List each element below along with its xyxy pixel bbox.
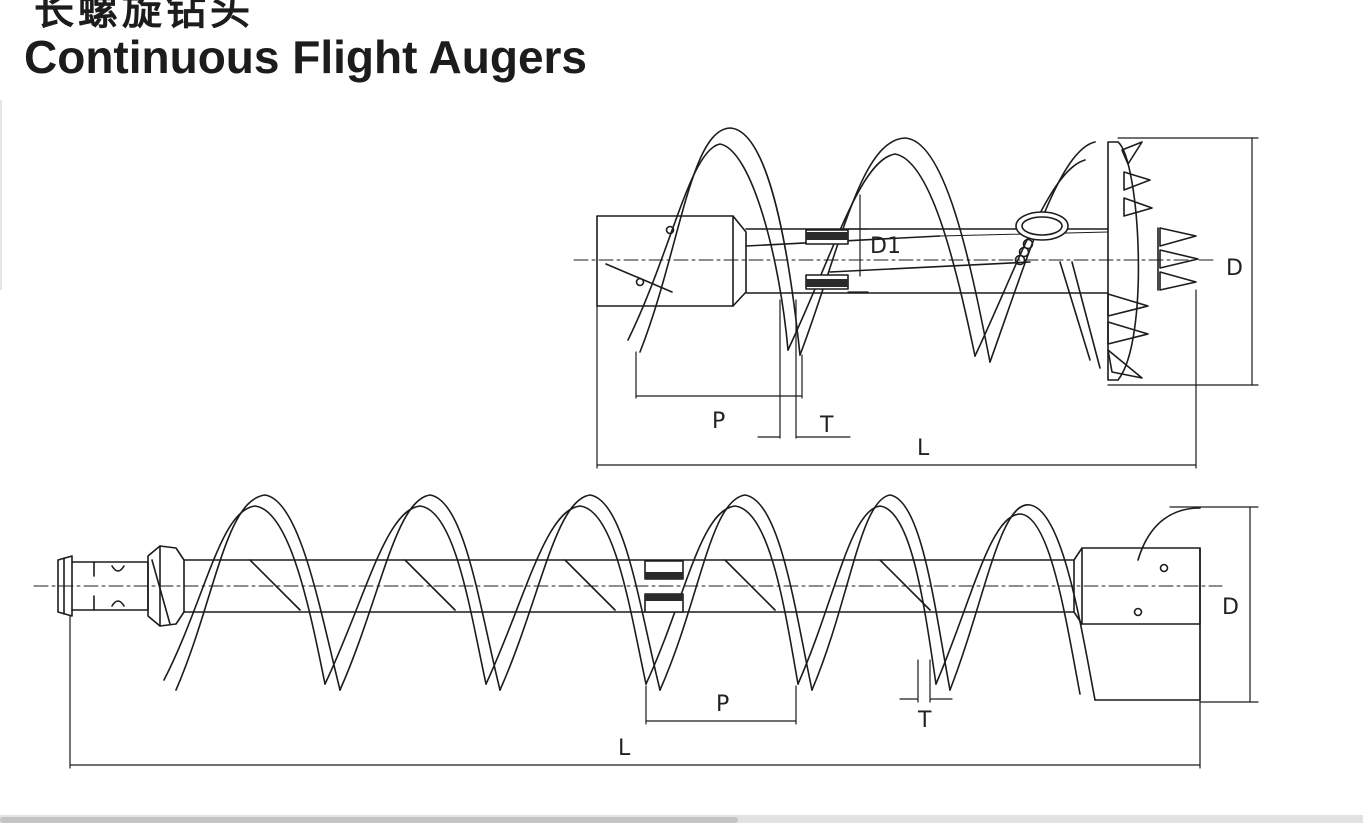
bottom-flight xyxy=(163,494,1096,701)
top-d1-label: D1 xyxy=(870,234,901,259)
top-t-label: T xyxy=(819,413,834,438)
top-dimensions xyxy=(596,137,1259,469)
bottom-pin-windows xyxy=(644,560,684,613)
bottom-t-label: T xyxy=(917,708,932,733)
top-pin-windows xyxy=(805,229,849,290)
top-l-label: L xyxy=(917,436,930,461)
page-title: Continuous Flight Augers xyxy=(24,31,588,83)
top-flight xyxy=(627,127,1109,369)
scrollbar-thumb[interactable] xyxy=(0,817,738,823)
bottom-dimensions xyxy=(69,506,1259,769)
top-p-label: P xyxy=(712,409,725,434)
bottom-drive-connector xyxy=(57,545,185,627)
horizontal-scrollbar[interactable] xyxy=(0,815,1363,823)
page-title-chinese: 长螺旋钻头 xyxy=(34,0,254,33)
top-guide-ring xyxy=(1014,211,1069,266)
top-cutting-head xyxy=(1107,141,1199,381)
bottom-l-label: L xyxy=(618,736,631,761)
bottom-cutting-head xyxy=(1073,507,1201,701)
bottom-auger xyxy=(33,494,1259,769)
left-edge-divider xyxy=(0,100,2,290)
bottom-d-label: D xyxy=(1222,595,1239,620)
top-auger xyxy=(573,127,1259,469)
top-d-label: D xyxy=(1226,256,1243,281)
bottom-p-label: P xyxy=(716,692,729,717)
